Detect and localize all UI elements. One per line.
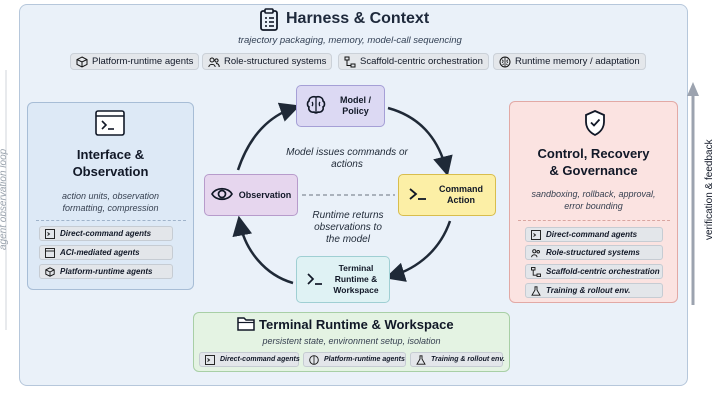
divider xyxy=(36,220,186,221)
people-icon xyxy=(208,57,220,67)
right-panel-item: Role-structured systems xyxy=(525,245,663,260)
panel-title: Interface & Observation xyxy=(72,147,149,179)
panel-description: sandboxing, rollback, approval, error bo… xyxy=(531,189,656,211)
terminal-icon xyxy=(205,354,215,365)
right-panel-item: Training & rollout env. xyxy=(525,283,663,298)
header-chip: Platform-runtime agents xyxy=(70,53,200,70)
panel-description: persistent state, environment setup, iso… xyxy=(262,336,441,346)
arrow-model-to-command xyxy=(387,106,453,177)
model-label: Model / Policy xyxy=(340,95,371,116)
left-panel-item: ACI-mediated agents xyxy=(39,245,173,260)
terminal-icon xyxy=(531,229,541,240)
bottom-panel-item: Training & rollout env. xyxy=(410,352,505,367)
hierarchy-icon xyxy=(344,56,356,67)
command-label: Command Action xyxy=(438,184,483,205)
command-action-node: Command Action xyxy=(398,174,496,216)
panel-description: action units, observation formatting, co… xyxy=(61,191,160,213)
divider xyxy=(518,220,670,221)
header-chip: Runtime memory / adaptation xyxy=(493,53,646,70)
right-panel-item: Scaffold-centric orchestration xyxy=(525,264,663,279)
right-panel-item: Direct-command agents xyxy=(525,227,663,242)
header-title: Harness & Context xyxy=(286,10,430,27)
bottom-panel-item: Platform-runtime agents xyxy=(303,352,406,367)
terminal-window-icon xyxy=(95,110,125,136)
item-label: Direct-command agents xyxy=(60,229,152,238)
bottom-panel-item: Direct-command agents xyxy=(199,352,300,367)
item-label: Training & rollout env. xyxy=(546,286,631,295)
left-panel-item: Direct-command agents xyxy=(39,226,173,241)
terminal-runtime-node: Terminal Runtime & Workspace xyxy=(296,256,390,303)
prompt-icon xyxy=(409,187,427,203)
shield-check-icon xyxy=(583,109,607,137)
observation-node: Observation xyxy=(204,174,298,216)
flask-icon xyxy=(416,354,426,365)
window-icon xyxy=(45,247,55,258)
arrow-command-to-terminal xyxy=(384,220,452,282)
verification-feedback-label: verification & feedback xyxy=(704,139,715,240)
brain-icon xyxy=(305,94,327,118)
folder-icon xyxy=(237,316,255,332)
panel-title: Control, Recovery & Governance xyxy=(537,146,650,178)
brain-icon xyxy=(309,354,319,365)
item-label: Scaffold-centric orchestration xyxy=(546,267,660,276)
chip-label: Scaffold-centric orchestration xyxy=(360,56,483,67)
cube-icon xyxy=(76,55,88,68)
agent-loop-label: agent observation loop xyxy=(0,148,9,250)
prompt-icon xyxy=(307,272,323,287)
header-chip: Role-structured systems xyxy=(202,53,333,70)
chip-label: Role-structured systems xyxy=(224,56,327,67)
chip-label: Runtime memory / adaptation xyxy=(515,56,640,67)
item-label: Training & rollout env. xyxy=(431,356,505,363)
model-policy-node: Model / Policy xyxy=(296,85,385,127)
terminal-label: Terminal Runtime & Workspace xyxy=(333,263,379,295)
left-panel-item: Platform-runtime agents xyxy=(39,264,173,279)
item-label: Platform-runtime agents xyxy=(60,267,153,276)
arrow-observation-to-model xyxy=(236,102,301,171)
caption-model-issues: Model issues commands or actions xyxy=(286,147,408,170)
header-subtitle: trajectory packaging, memory, model-call… xyxy=(238,35,462,46)
item-label: Direct-command agents xyxy=(546,230,638,239)
cube-icon xyxy=(45,266,55,277)
arrow-terminal-to-observation xyxy=(232,215,294,285)
terminal-icon xyxy=(45,228,55,239)
item-label: ACI-mediated agents xyxy=(60,248,140,257)
people-icon xyxy=(531,248,540,257)
item-label: Role-structured systems xyxy=(546,248,640,257)
eye-icon xyxy=(211,186,233,204)
item-label: Direct-command agents xyxy=(220,356,300,363)
flask-icon xyxy=(531,285,541,296)
clipboard-icon xyxy=(258,8,280,32)
observation-label: Observation xyxy=(238,189,292,200)
hierarchy-icon xyxy=(531,266,541,277)
chip-label: Platform-runtime agents xyxy=(92,56,194,67)
item-label: Platform-runtime agents xyxy=(324,356,405,363)
brain-icon xyxy=(499,56,511,67)
header-chip: Scaffold-centric orchestration xyxy=(338,53,489,70)
caption-runtime-returns: Runtime returns observations to the mode… xyxy=(312,210,384,245)
panel-title: Terminal Runtime & Workspace xyxy=(259,317,454,332)
